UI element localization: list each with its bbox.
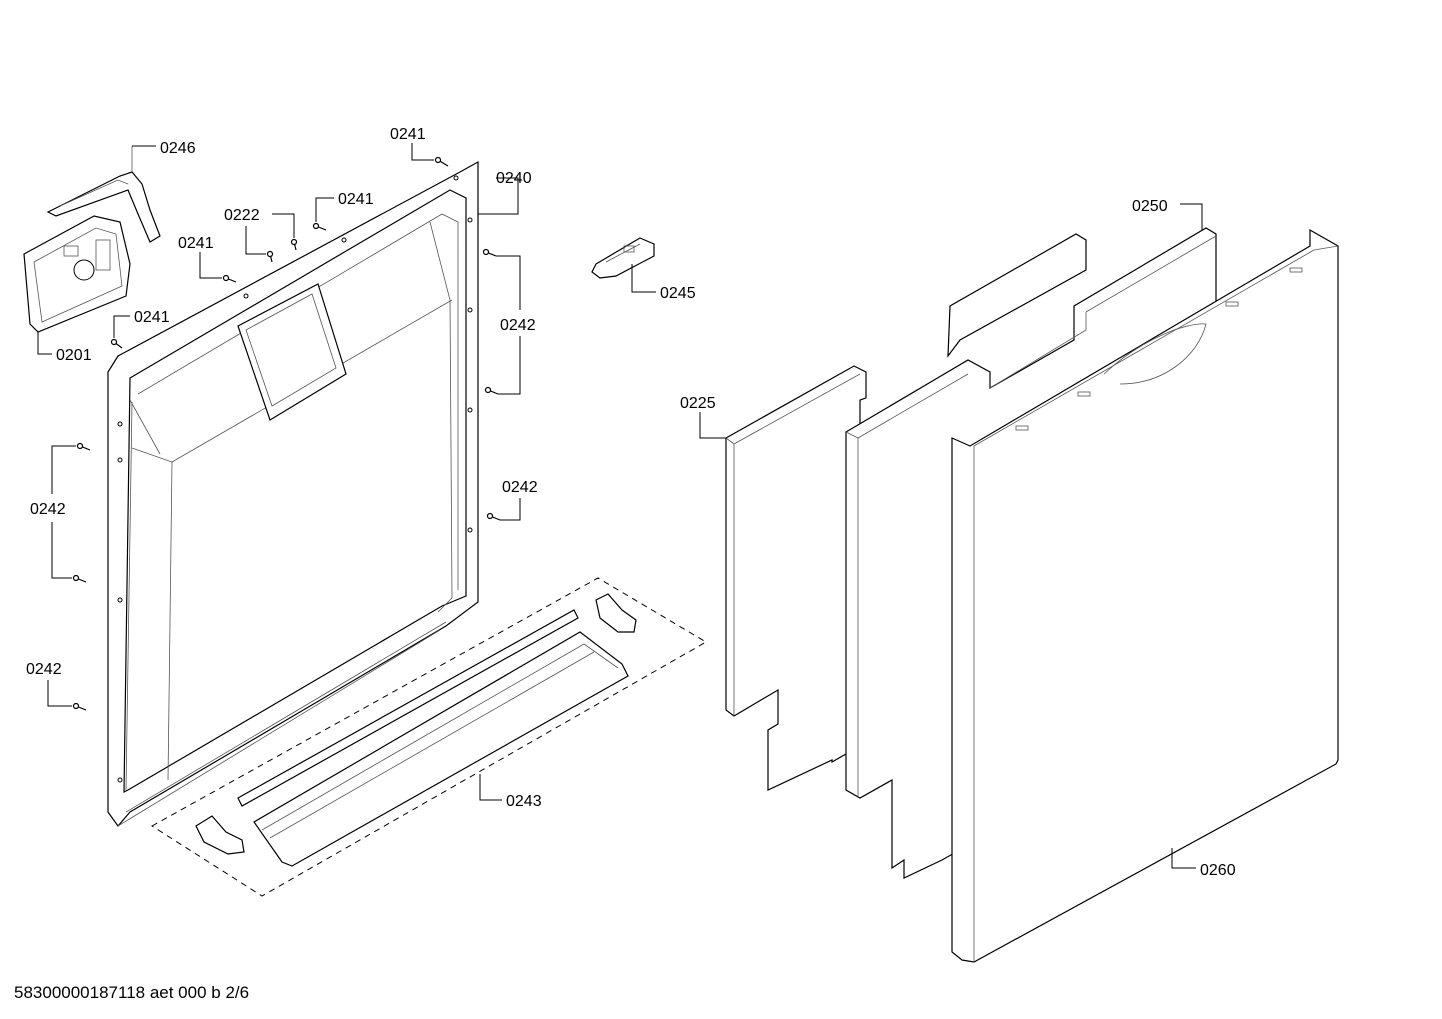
door-inner-frame <box>107 160 479 827</box>
part-labels: 0246 0241 0240 0222 0241 0241 0201 0241 … <box>26 126 1236 879</box>
panel-0260 <box>951 228 1339 963</box>
label-0242-right-low: 0242 <box>502 479 538 496</box>
label-0250: 0250 <box>1132 198 1168 215</box>
screw-0242-r1 <box>482 248 497 257</box>
label-0241-low: 0241 <box>134 309 170 326</box>
screw-0242-l2 <box>72 574 87 583</box>
screw-0241-left <box>222 274 237 283</box>
screw-0241-mid <box>312 222 327 231</box>
label-0241-top: 0241 <box>390 126 426 143</box>
label-0245: 0245 <box>660 285 696 302</box>
label-0242-left-mid: 0242 <box>30 501 66 518</box>
rail-end-clip-left <box>195 815 245 855</box>
label-0242-right-top: 0242 <box>500 317 536 334</box>
screw-0242-l3 <box>72 702 87 711</box>
screws <box>72 156 501 711</box>
leader-lines <box>37 143 1203 869</box>
hinge-clip <box>591 237 655 279</box>
screw-0242-r2 <box>484 386 499 395</box>
panel-0225 <box>725 365 867 791</box>
rail-end-clip-right <box>595 593 637 633</box>
label-0243: 0243 <box>506 793 542 810</box>
handle-bracket <box>46 146 161 243</box>
label-0201: 0201 <box>56 347 92 364</box>
screw-0242-l1 <box>76 442 91 451</box>
screw-0222-a <box>266 250 274 263</box>
screw-0222-b <box>290 238 298 251</box>
label-0241-left: 0241 <box>178 235 214 252</box>
screw-0242-r3 <box>486 512 501 521</box>
label-0242-left-low: 0242 <box>26 661 62 678</box>
label-0246: 0246 <box>160 140 196 157</box>
screw-0241-top <box>434 156 449 167</box>
detergent-dispenser <box>23 215 131 333</box>
bottom-rail-assembly <box>151 577 707 897</box>
label-0240: 0240 <box>496 170 532 187</box>
label-0222: 0222 <box>224 207 260 224</box>
label-0225: 0225 <box>680 395 716 412</box>
label-0241-mid: 0241 <box>338 191 374 208</box>
screw-0241-low <box>110 338 123 349</box>
label-0260: 0260 <box>1200 862 1236 879</box>
drawing-number: 58300000187118 aet 000 b 2/6 <box>14 983 249 1002</box>
